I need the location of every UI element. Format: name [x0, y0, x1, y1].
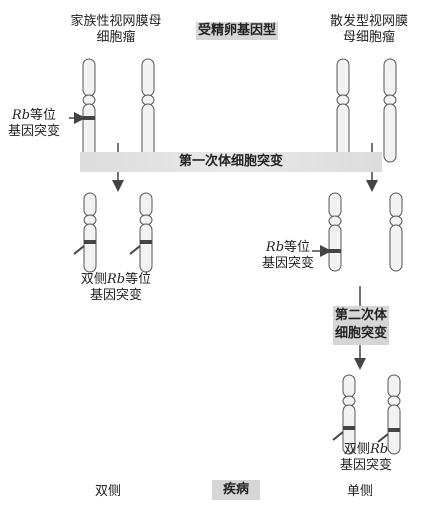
- second-somatic-mutation-box: 第二次体 细胞突变: [333, 306, 389, 345]
- germline-genotype-box: 受精卵基因型: [196, 22, 278, 40]
- familial-title-line2: 细胞瘤: [96, 30, 136, 45]
- sporadic-bottom-right-band: [388, 428, 400, 432]
- sporadic-bottom-left-tick: [332, 431, 344, 441]
- familial-mid-left-band: [84, 240, 96, 244]
- familial-rb-label-line2: 基因突变: [7, 124, 60, 139]
- bilateral-rb-2-line1: 双侧Rb: [326, 442, 406, 458]
- familial-top-left-chromosome: [82, 58, 96, 163]
- sporadic-title-line2: 母细胞瘤: [342, 30, 395, 45]
- sporadic-rb-label-italic: Rb: [265, 240, 285, 255]
- unilateral-outcome-label: 单侧: [346, 484, 373, 499]
- disease-box: 疾病: [212, 480, 260, 500]
- familial-title-line1: 家族性视网膜母: [70, 14, 162, 29]
- familial-rb-mutation-label: Rb等位 基因突变: [2, 108, 66, 140]
- familial-mid-left-tick: [73, 245, 85, 255]
- sporadic-mid-left-chromosome: [328, 192, 342, 272]
- sporadic-rb-label-line1: Rb等位: [256, 240, 320, 256]
- bilateral-rb-mutation-label-2: 双侧Rb 基因突变: [326, 442, 406, 474]
- bilateral-rb-1-line1: 双侧Rb等位: [66, 272, 166, 288]
- sporadic-rb-label-line2: 基因突变: [261, 256, 314, 271]
- sporadic-bottom-right-tick: [377, 433, 389, 443]
- bilateral-rb-1-line2: 基因突变: [89, 288, 142, 303]
- sporadic-top-right-chromosome: [383, 58, 397, 163]
- sporadic-title: 散发型视网膜 母细胞瘤: [326, 14, 412, 46]
- sporadic-mid-rb-band: [329, 249, 341, 253]
- bilateral-rb-2-prefix: 双侧: [343, 442, 370, 457]
- sporadic-rb-label-rest: 等位: [284, 240, 311, 255]
- sporadic-bottom-left-band: [343, 426, 355, 430]
- familial-rb-mutation-band: [83, 116, 95, 120]
- familial-rb-label-italic: Rb: [11, 108, 31, 123]
- sporadic-mid-right-chromosome: [389, 192, 403, 272]
- second-mutation-line2: 细胞突变: [334, 326, 387, 341]
- bilateral-rb-1-italic: Rb: [106, 272, 126, 287]
- familial-mid-left-chromosome: [83, 192, 97, 273]
- sporadic-title-line1: 散发型视网膜: [329, 14, 408, 29]
- familial-mid-right-chromosome: [139, 192, 153, 273]
- first-somatic-mutation-banner: 第一次体细胞突变: [80, 152, 382, 172]
- familial-title: 家族性视网膜母 细胞瘤: [66, 14, 166, 46]
- familial-top-right-chromosome: [141, 58, 155, 163]
- bilateral-rb-2-italic: Rb: [369, 442, 389, 457]
- bilateral-rb-2-line2: 基因突变: [339, 458, 392, 473]
- familial-rb-label-rest: 等位: [30, 108, 57, 123]
- familial-mid-right-band: [140, 240, 152, 244]
- familial-mid-right-tick: [129, 245, 141, 255]
- second-mutation-line1: 第二次体: [334, 308, 387, 323]
- familial-rb-label-line1: Rb等位: [2, 108, 66, 124]
- sporadic-top-left-chromosome: [336, 58, 350, 163]
- sporadic-rb-mutation-label: Rb等位 基因突变: [256, 240, 320, 272]
- bilateral-outcome-label: 双侧: [94, 484, 121, 499]
- bilateral-rb-mutation-label-1: 双侧Rb等位 基因突变: [66, 272, 166, 304]
- bilateral-rb-1-prefix: 双侧: [80, 272, 107, 287]
- bilateral-rb-1-rest: 等位: [125, 272, 152, 287]
